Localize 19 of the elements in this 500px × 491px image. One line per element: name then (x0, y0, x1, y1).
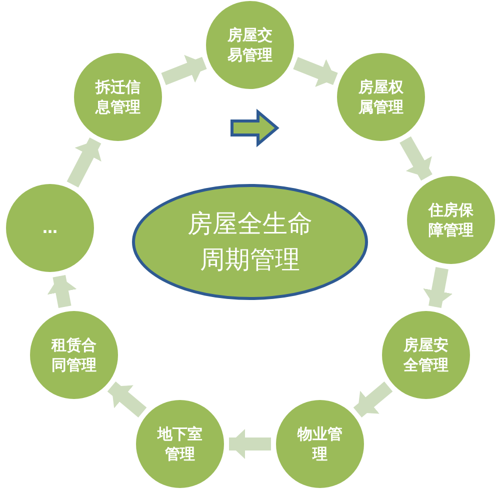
arrow (353, 382, 393, 418)
arrow (400, 136, 432, 181)
node-label: 房屋交易管理 (226, 24, 274, 66)
arrow (423, 267, 453, 308)
arrow (47, 274, 77, 308)
node-label: 物业管理 (296, 424, 344, 464)
node-label: 租赁合同管理 (50, 334, 98, 376)
arrow (229, 429, 271, 459)
node-label: … (42, 218, 58, 238)
node-label: 房屋权属管理 (357, 76, 404, 118)
arrow (293, 57, 338, 87)
arrow (66, 138, 102, 188)
arrow (161, 54, 207, 86)
node-label: 地下室管理 (156, 424, 204, 464)
node-label: 房屋安全管理 (402, 334, 450, 376)
node-label: 拆迁信息管理 (94, 76, 142, 118)
node-label: 住房保障管理 (427, 200, 474, 240)
arrow (107, 382, 147, 418)
node-label: 房屋全生命周期管理 (186, 208, 314, 276)
